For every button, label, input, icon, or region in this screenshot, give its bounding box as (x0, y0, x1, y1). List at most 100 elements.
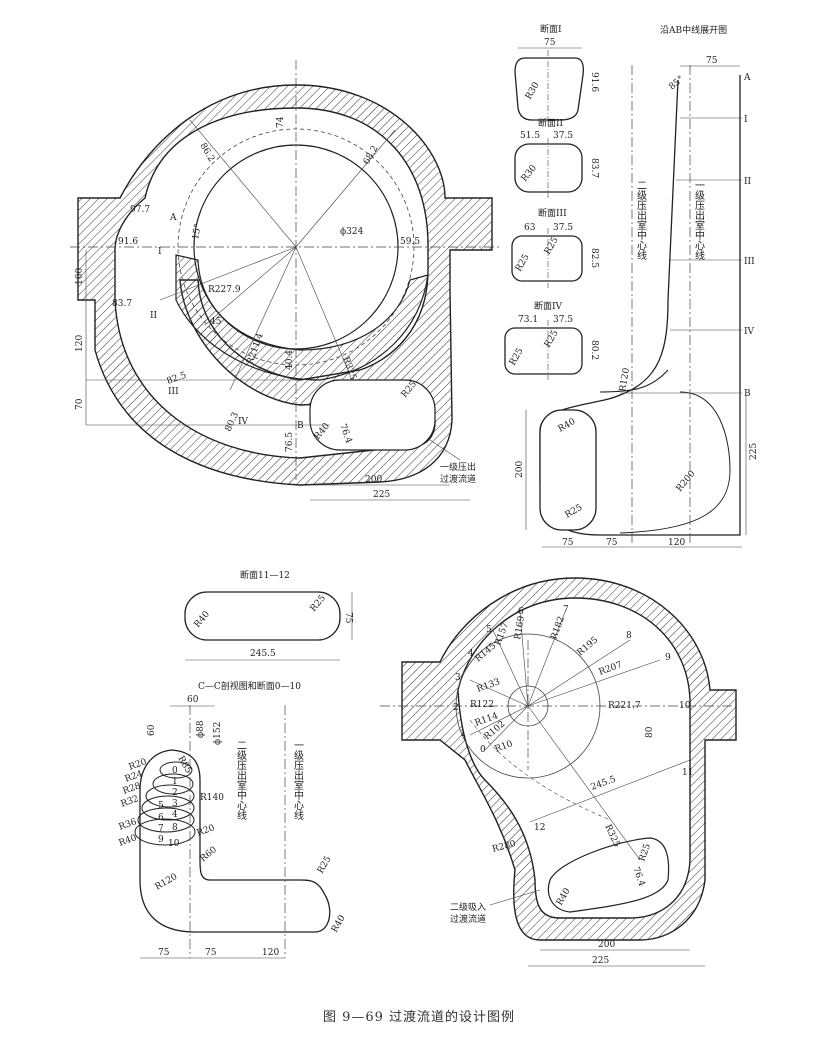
section-ii-w1: 51.5 (520, 131, 540, 141)
development-r120: R120 (618, 367, 632, 393)
cc-title: C—C剖视图和断面0—10 (198, 680, 301, 692)
section-iv-height: 80.2 (589, 340, 599, 360)
inlet-station-2: 2 (453, 703, 459, 713)
inlet-r207: R207 (598, 660, 624, 678)
inlet-r10: R10 (494, 739, 515, 755)
cc-b120: 120 (262, 948, 279, 958)
cc-section-stack (134, 761, 196, 846)
section-i-height: 91.6 (589, 72, 599, 92)
label-a: A (169, 213, 177, 223)
cc-section-view: C—C剖视图和断面0—10 60 60 ϕ88 ϕ152 0 1 2 3 4 5… (118, 680, 348, 959)
station-ii: II (744, 177, 752, 187)
inlet-r182: R182 (549, 615, 567, 641)
dim-40-4: 40.4 (285, 350, 295, 370)
inlet-station-11: 11 (682, 768, 693, 778)
dim-82-5: 82.5 (166, 370, 189, 386)
cc-b75b: 75 (205, 948, 217, 958)
dim-74: 74 (276, 116, 286, 128)
cc-b75a: 75 (158, 948, 170, 958)
development-d225: 225 (749, 443, 759, 460)
inlet-pocket (547, 837, 670, 913)
section-iii-title: 断面III (538, 207, 567, 219)
dim-70: 70 (75, 398, 85, 410)
section-iv-w2: 37.5 (553, 315, 573, 325)
dim-120: 120 (75, 335, 85, 352)
inlet-station-5: 5 (486, 625, 492, 635)
cc-r40b: R40 (330, 913, 348, 934)
station-i: I (744, 115, 748, 125)
development-label-stage2: 二级压出室中心线 (635, 180, 647, 260)
cc-num-9: 9 (158, 835, 164, 845)
development-b75a: 75 (562, 538, 574, 548)
development-end-section (539, 409, 597, 531)
section-1112-title: 断面11—12 (240, 569, 290, 581)
development-r200: R200 (675, 469, 698, 494)
section-iii-w2: 37.5 (553, 223, 573, 233)
development-b75b: 75 (606, 538, 618, 548)
dim-91-6: 91.6 (118, 237, 138, 247)
dim-225: 225 (373, 490, 390, 500)
inlet-station-6: 6 (518, 607, 524, 617)
inlet-r169: R169 (513, 615, 527, 641)
dim-59-5: 59.5 (400, 237, 420, 247)
inlet-r221-7: R221.7 (608, 701, 641, 711)
inlet-station-9: 9 (665, 653, 671, 663)
cc-num-0: 0 (172, 766, 178, 776)
cc-d60: 60 (187, 695, 199, 705)
cc-r140: R140 (200, 793, 224, 803)
inlet-station-7: 7 (563, 605, 569, 615)
cc-num-1: 1 (172, 777, 178, 787)
dim-15-deg: 15° (191, 223, 204, 240)
label-iii: III (168, 387, 179, 397)
section-ii-height: 83.7 (589, 158, 599, 178)
dim-45: 45 (210, 317, 222, 327)
inlet-label-line1: 二级吸入 (450, 901, 486, 913)
inlet-r122: R122 (470, 700, 494, 710)
section-1112-h: 75 (343, 612, 353, 624)
cc-num-10: 10 (168, 839, 180, 849)
inlet-d225: 225 (592, 956, 609, 966)
development-label-stage1: 一级压出室中心线 (693, 180, 705, 260)
cc-num-2: 2 (172, 788, 178, 798)
volute-plan-view: 74 86.2 68.2 97.7 15° ϕ324 59.5 91.6 100… (70, 60, 500, 501)
section-i-shape (514, 57, 584, 121)
cc-r32: R32 (120, 794, 141, 810)
inlet-station-4: 4 (468, 649, 474, 659)
inlet-station-3: 3 (455, 673, 461, 683)
station-iv: IV (744, 327, 755, 337)
cc-phi88: ϕ88 (196, 720, 206, 738)
inlet-station-8: 8 (626, 631, 632, 641)
label-b: B (297, 421, 304, 431)
cc-num-7: 7 (158, 824, 164, 834)
outlet-label-line2: 过渡流道 (440, 473, 476, 485)
inlet-r325: R325 (602, 823, 621, 849)
inlet-d245-5: 245.5 (590, 775, 618, 793)
section-i-title: 断面I (540, 23, 562, 35)
cc-num-5: 5 (158, 801, 164, 811)
section-11-12: 断面11—12 R40 R25 75 245.5 (184, 569, 353, 661)
inlet-station-12: 12 (534, 823, 545, 833)
dim-97-7: 97.7 (130, 205, 150, 215)
development-d200: 200 (515, 461, 525, 478)
development-b120: 120 (668, 538, 685, 548)
cc-r40: R40 (118, 833, 139, 849)
section-iv-w1: 73.1 (518, 315, 538, 325)
volute-inner-wall (175, 254, 429, 381)
section-iii-shape (511, 235, 583, 282)
cc-phi152: ϕ152 (213, 722, 223, 745)
label-ii: II (150, 311, 158, 321)
inlet-d80: 80 (645, 726, 655, 738)
label-i: I (158, 247, 162, 257)
inlet-label-line2: 过渡流道 (450, 913, 486, 925)
dim-83-7: 83.7 (112, 299, 132, 309)
section-iii-height: 82.5 (589, 248, 599, 268)
inlet-station-10: 10 (679, 701, 691, 711)
cc-label-stage2: 二级压出室中心线 (235, 740, 247, 820)
cc-num-6: 6 (158, 813, 164, 823)
development-angle: 85° (668, 74, 687, 92)
inlet-station-1: 1 (460, 729, 466, 739)
cross-sections: 断面I 75 R30 91.6 断面II 51.5 37.5 R30 83.7 … (504, 23, 599, 380)
inlet-d200: 200 (598, 940, 615, 950)
cc-r25: R25 (316, 854, 334, 875)
